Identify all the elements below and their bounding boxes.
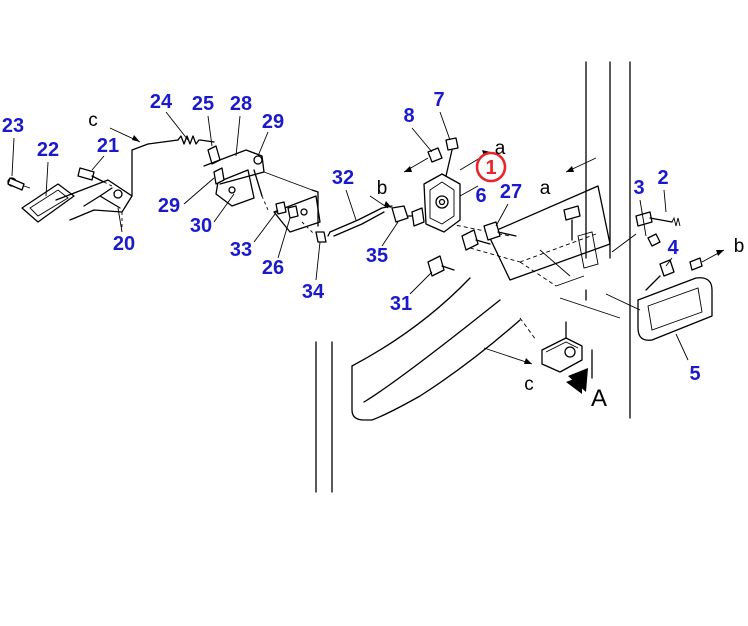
part-label-5: 5: [689, 363, 700, 385]
part-label-32: 32: [332, 167, 354, 189]
part-label-28: 28: [230, 93, 252, 115]
latch-body: [403, 137, 491, 233]
part-label-21: 21: [97, 135, 119, 157]
part-label-7: 7: [433, 89, 444, 111]
letter-b-mid: b: [377, 178, 388, 199]
connection-arrows: [565, 157, 597, 173]
connection-letter-labels: a a b b c c A: [88, 110, 744, 412]
lower-lever: [273, 189, 327, 243]
letter-a-right: a: [540, 178, 551, 199]
part-label-23: 23: [2, 115, 24, 137]
bolts: [427, 205, 581, 277]
part-label-2: 2: [657, 167, 668, 189]
part-label-31: 31: [390, 293, 412, 315]
part-label-8: 8: [403, 105, 414, 127]
part-label-4: 4: [667, 237, 679, 259]
part-label-24: 24: [150, 91, 173, 113]
part-label-22: 22: [37, 139, 59, 161]
leader-lines: [11, 111, 689, 361]
part-label-20: 20: [113, 233, 135, 255]
outer-handle: [605, 211, 725, 341]
part-label-33: 33: [230, 239, 252, 261]
part-label-6: 6: [475, 185, 486, 207]
linkage-bracket: [203, 145, 313, 211]
part-label-29-left: 29: [158, 195, 180, 217]
part-label-3: 3: [633, 177, 644, 199]
part-label-30: 30: [190, 215, 212, 237]
part-label-25: 25: [192, 93, 214, 115]
part-label-27: 27: [500, 181, 522, 203]
part-label-26: 26: [262, 257, 284, 279]
letter-c-left: c: [88, 110, 98, 131]
striker: [483, 321, 588, 394]
letter-b-right: b: [734, 236, 745, 257]
letter-c-bottom: c: [524, 374, 534, 395]
part-label-29-top: 29: [262, 111, 284, 133]
callout-labels: 1 2 3 4 5 6 7 8 20 21 22 23 24 25 26 27 …: [2, 89, 701, 385]
pedal-assembly: [7, 127, 215, 228]
part-label-1: 1: [485, 157, 496, 179]
part-label-34: 34: [302, 281, 325, 303]
cab-frame: [315, 61, 631, 493]
part-label-35: 35: [366, 245, 388, 267]
rod: [327, 195, 409, 237]
view-label-a: A: [591, 385, 607, 412]
letter-a-top: a: [495, 138, 506, 159]
highlight-circle: [475, 151, 507, 183]
door-plate: [449, 185, 621, 341]
